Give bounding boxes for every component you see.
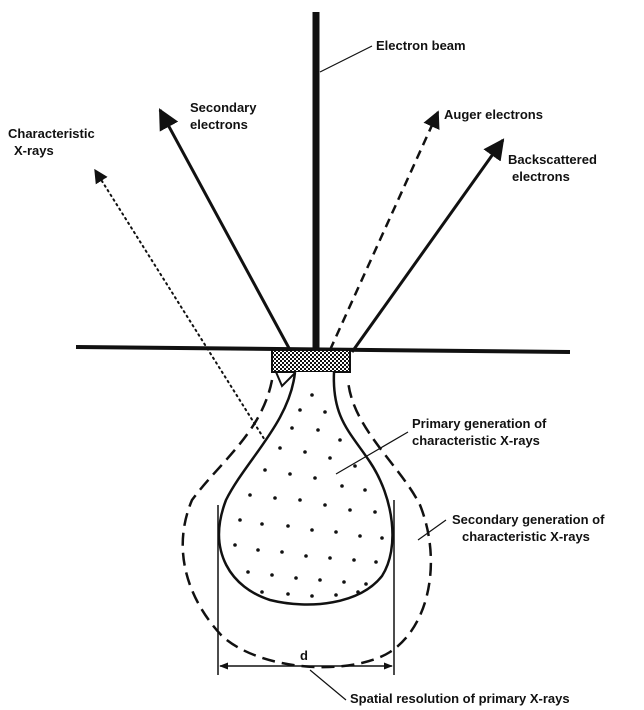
- label-auger-electrons: Auger electrons: [444, 107, 543, 122]
- xray-dot: [286, 524, 290, 528]
- secondary-electrons-arrow: [160, 110, 290, 350]
- xray-dot: [373, 510, 377, 514]
- label-primary-generation-line1: Primary generation of: [412, 416, 547, 431]
- xray-dot: [340, 484, 344, 488]
- xray-dot: [286, 592, 290, 596]
- primary-generation-volume: [219, 372, 392, 605]
- label-dimension-d: d: [300, 648, 308, 663]
- xray-dot: [348, 508, 352, 512]
- xray-dot: [374, 560, 378, 564]
- xray-dot: [233, 543, 237, 547]
- xray-dot: [316, 428, 320, 432]
- auger-electrons-arrow: [330, 112, 438, 350]
- xray-dot: [363, 488, 367, 492]
- xray-dot: [290, 426, 294, 430]
- label-spatial-resolution: Spatial resolution of primary X-rays: [350, 691, 570, 706]
- label-backscattered-electrons: Backscattered electrons: [508, 152, 601, 184]
- xray-dot: [298, 408, 302, 412]
- characteristic-xrays-arrow: [95, 170, 290, 480]
- xray-dot: [260, 522, 264, 526]
- xray-dot: [288, 472, 292, 476]
- xray-dot: [278, 446, 282, 450]
- label-secondary-electrons-line2: electrons: [190, 117, 248, 132]
- xray-dot: [280, 550, 284, 554]
- xray-dot: [318, 578, 322, 582]
- leader-secondary-generation: [418, 520, 446, 540]
- label-characteristic-xrays: Characteristic X-rays: [8, 126, 98, 158]
- xray-dot: [334, 593, 338, 597]
- xray-dot: [310, 393, 314, 397]
- xray-dot: [323, 410, 327, 414]
- xray-dot: [328, 456, 332, 460]
- label-secondary-generation-line1: Secondary generation of: [452, 512, 605, 527]
- label-secondary-electrons-line1: Secondary: [190, 100, 257, 115]
- xray-dot: [248, 493, 252, 497]
- xray-dot: [260, 590, 264, 594]
- xray-dot: [353, 464, 357, 468]
- label-primary-generation-line2: characteristic X-rays: [412, 433, 540, 448]
- label-backscattered-electrons-line2: electrons: [512, 169, 570, 184]
- xray-dot: [238, 518, 242, 522]
- xray-dot: [263, 468, 267, 472]
- xray-dot: [352, 558, 356, 562]
- xray-dot: [328, 556, 332, 560]
- xray-dot: [273, 496, 277, 500]
- xray-dot: [298, 498, 302, 502]
- xray-dot: [270, 573, 274, 577]
- leader-electron-beam: [320, 46, 372, 72]
- xray-dot: [310, 528, 314, 532]
- xray-dot: [246, 570, 250, 574]
- xray-dot: [356, 590, 360, 594]
- label-characteristic-xrays-line2: X-rays: [14, 143, 54, 158]
- xray-dot: [256, 548, 260, 552]
- xray-dot: [310, 594, 314, 598]
- xray-dot: [303, 450, 307, 454]
- leader-spatial-resolution: [310, 670, 346, 700]
- label-secondary-generation-line2: characteristic X-rays: [462, 529, 590, 544]
- label-secondary-electrons: Secondary electrons: [190, 100, 260, 132]
- xray-dot: [294, 576, 298, 580]
- surface-escape-zone: [272, 350, 350, 372]
- xray-dot: [364, 582, 368, 586]
- xray-dot: [342, 580, 346, 584]
- xray-dot: [358, 534, 362, 538]
- label-characteristic-xrays-line1: Characteristic: [8, 126, 95, 141]
- xray-dot: [338, 438, 342, 442]
- label-electron-beam: Electron beam: [376, 38, 466, 53]
- label-primary-generation: Primary generation of characteristic X-r…: [412, 416, 550, 448]
- label-secondary-generation: Secondary generation of characteristic X…: [452, 512, 608, 544]
- xray-dot: [380, 536, 384, 540]
- xray-dot: [313, 476, 317, 480]
- xray-dot: [323, 503, 327, 507]
- label-backscattered-electrons-line1: Backscattered: [508, 152, 597, 167]
- xray-dot: [334, 530, 338, 534]
- xray-dot: [304, 554, 308, 558]
- backscattered-electrons-arrow: [352, 140, 503, 352]
